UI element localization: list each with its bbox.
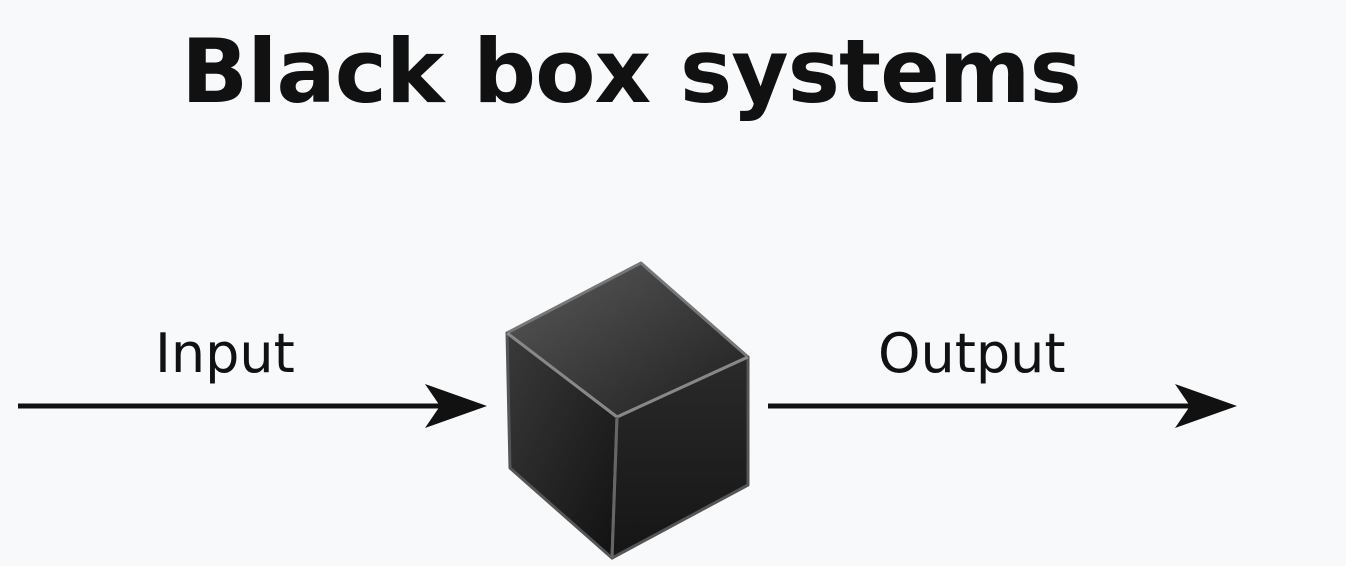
output-label: Output [878,322,1066,385]
black-box-cube-icon [505,261,750,560]
diagram-title: Black box systems [181,20,1082,123]
input-arrow [18,384,487,428]
input-label: Input [155,322,295,385]
output-arrow [768,384,1237,428]
